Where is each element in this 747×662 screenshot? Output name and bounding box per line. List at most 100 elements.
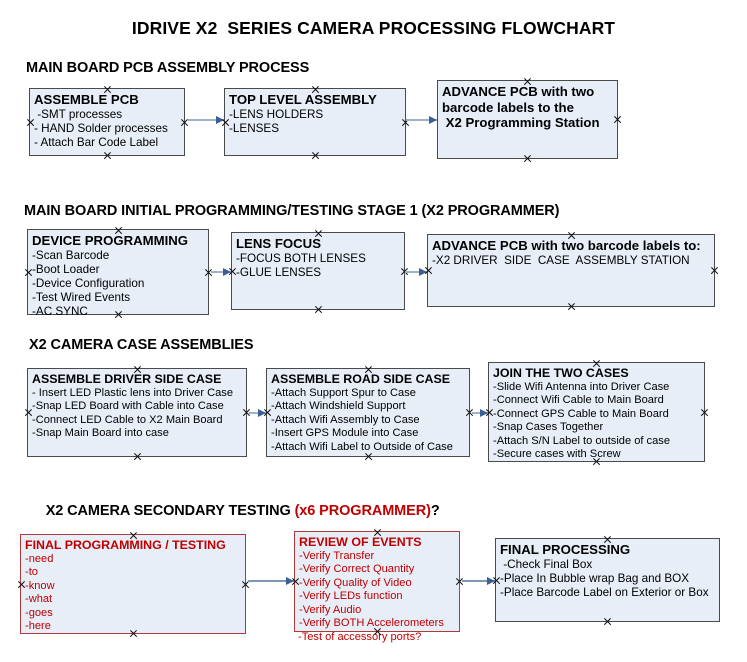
node-line: -Slide Wifi Antenna into Driver Case <box>493 380 670 393</box>
node-line: -Connect Wifi Cable to Main Board <box>493 394 664 407</box>
connection-handle-left[interactable] <box>291 577 300 586</box>
node-title: ASSEMBLE ROAD SIDE CASE <box>271 372 450 386</box>
connection-handle-right[interactable] <box>700 408 709 417</box>
node-final-programming-testing[interactable]: FINAL PROGRAMMING / TESTING -need -to -k… <box>20 534 246 634</box>
node-line: -need <box>25 552 54 565</box>
node-top-level-assembly[interactable]: TOP LEVEL ASSEMBLY -LENS HOLDERS -LENSES <box>224 88 406 156</box>
node-line: -Secure cases with Screw <box>493 448 621 461</box>
node-line: -Scan Barcode <box>32 248 110 262</box>
connection-handle-bottom[interactable] <box>523 154 532 163</box>
node-title: JOIN THE TWO CASES <box>493 366 629 380</box>
connection-handle-top[interactable] <box>603 535 612 544</box>
node-title-line-3: X2 Programming Station <box>442 115 600 130</box>
node-line: -Place In Bubble wrap Bag and BOX <box>500 571 690 585</box>
connection-handle-top[interactable] <box>523 77 532 86</box>
node-line: - Attach Bar Code Label <box>34 135 159 149</box>
node-title: FINAL PROGRAMMING / TESTING <box>25 538 226 552</box>
connection-handle-bottom[interactable] <box>311 151 320 160</box>
node-advance-pcb-to-driver-side-case-station[interactable]: ADVANCE PCB with two barcode labels to: … <box>427 234 715 307</box>
connection-handle-top[interactable] <box>592 359 601 368</box>
connection-handle-left[interactable] <box>424 266 433 275</box>
node-line: -Snap Cases Together <box>493 421 604 434</box>
node-line: -LENSES <box>229 121 280 135</box>
node-join-the-two-cases[interactable]: JOIN THE TWO CASES -Slide Wifi Antenna i… <box>488 362 705 462</box>
node-title: FINAL PROCESSING <box>500 542 631 557</box>
connection-handle-left[interactable] <box>263 408 272 417</box>
connection-handle-bottom[interactable] <box>603 617 612 626</box>
connection-handle-left[interactable] <box>485 408 494 417</box>
node-line: -Snap LED Board with Cable into Case <box>32 400 224 413</box>
node-line: -Attach S/N Label to outside of case <box>493 434 670 447</box>
node-line: -Check Final Box <box>500 557 593 571</box>
connection-handle-bottom[interactable] <box>129 629 138 638</box>
node-line: -Verify Transfer <box>299 549 375 562</box>
connection-handle-top[interactable] <box>133 365 142 374</box>
node-assemble-driver-side-case[interactable]: ASSEMBLE DRIVER SIDE CASE - Insert LED P… <box>27 368 247 457</box>
connection-handle-bottom[interactable] <box>373 627 382 636</box>
node-line: -Verify BOTH Accelerometers <box>299 617 444 630</box>
node-line: -know <box>25 579 55 592</box>
connection-handle-left[interactable] <box>17 580 26 589</box>
connection-handle-bottom[interactable] <box>567 302 576 311</box>
connection-handle-right[interactable] <box>710 266 719 275</box>
connection-handle-bottom[interactable] <box>114 310 123 319</box>
node-title: ASSEMBLE DRIVER SIDE CASE <box>32 372 222 386</box>
node-line: -Verify LEDs function <box>299 590 403 603</box>
connection-handle-top[interactable] <box>567 231 576 240</box>
node-title: REVIEW OF EVENTS <box>299 535 422 549</box>
arrowhead-icon <box>429 115 437 124</box>
node-line: -Place Barcode Label on Exterior or Box <box>500 585 709 599</box>
node-title: ADVANCE PCB with two <box>442 84 595 99</box>
connection-handle-bottom[interactable] <box>103 151 112 160</box>
node-line: -Attach Support Spur to Case <box>271 386 416 399</box>
node-lens-focus[interactable]: LENS FOCUS -FOCUS BOTH LENSES -GLUE LENS… <box>231 232 405 310</box>
connection-handle-left[interactable] <box>221 118 230 127</box>
connection-handle-top[interactable] <box>311 85 320 94</box>
connector-review-of-events-to-final-processing[interactable] <box>462 576 495 586</box>
connection-handle-top[interactable] <box>364 365 373 374</box>
connection-handle-top[interactable] <box>129 531 138 540</box>
section-heading-main-board-initial-programming: MAIN BOARD INITIAL PROGRAMMING/TESTING S… <box>24 203 560 219</box>
node-device-programming[interactable]: DEVICE PROGRAMMING -Scan Barcode -Boot L… <box>24 226 209 318</box>
connection-handle-bottom[interactable] <box>314 305 323 314</box>
connection-handle-left[interactable] <box>492 576 501 585</box>
node-line: -goes <box>25 606 53 619</box>
connection-handle-bottom[interactable] <box>592 457 601 466</box>
node-line: -Attach Windshield Support <box>271 400 406 413</box>
node-line: - Insert LED Plastic lens into Driver Ca… <box>32 386 233 399</box>
node-line: -FOCUS BOTH LENSES <box>236 251 366 265</box>
connector-line <box>405 271 427 273</box>
node-line: -Connect LED Cable to X2 Main Board <box>32 413 223 426</box>
connection-handle-left[interactable] <box>24 268 33 277</box>
connection-handle-top[interactable] <box>314 229 323 238</box>
node-title: LENS FOCUS <box>236 236 321 251</box>
connector-final-programming-to-review-of-events[interactable] <box>248 576 294 586</box>
connection-handle-left[interactable] <box>24 408 33 417</box>
node-line: -Test Wired Events <box>32 291 131 305</box>
node-line: -Attach Wifi Label to Outside of Case <box>271 440 453 453</box>
node-line: -Snap Main Board into case <box>32 427 169 440</box>
connection-handle-bottom[interactable] <box>364 452 373 461</box>
section-heading-text: X2 CAMERA SECONDARY TESTING <box>45 503 295 519</box>
node-line: -what <box>25 593 53 606</box>
node-line-overflow: -Test of accessory ports? <box>298 631 422 644</box>
connection-handle-top[interactable] <box>373 528 382 537</box>
node-review-of-events[interactable]: REVIEW OF EVENTS -Verify Transfer -Verif… <box>291 528 460 643</box>
connection-handle-left[interactable] <box>228 267 237 276</box>
connection-handle-top[interactable] <box>103 85 112 94</box>
node-assemble-road-side-case[interactable]: ASSEMBLE ROAD SIDE CASE -Attach Support … <box>266 368 470 457</box>
node-advance-pcb-to-x2-programming-station[interactable]: ADVANCE PCB with two barcode labels to t… <box>437 80 618 159</box>
connector-top-level-assembly-to-advance-pcb[interactable] <box>406 115 437 125</box>
connection-handle-right[interactable] <box>613 115 622 124</box>
connector-assemble-pcb-to-top-level-assembly[interactable] <box>188 115 224 125</box>
connection-handle-top[interactable] <box>114 226 123 235</box>
connection-handle-left[interactable] <box>26 118 35 127</box>
node-final-processing[interactable]: FINAL PROCESSING -Check Final Box -Place… <box>495 538 720 622</box>
node-assemble-pcb[interactable]: ASSEMBLE PCB -SMT processes - HAND Solde… <box>29 88 185 156</box>
node-line: -SMT processes <box>34 107 123 121</box>
connector-line <box>462 580 495 582</box>
node-title: ASSEMBLE PCB <box>34 92 139 107</box>
connection-handle-bottom[interactable] <box>133 452 142 461</box>
node-line: -Verify Audio <box>299 603 362 616</box>
